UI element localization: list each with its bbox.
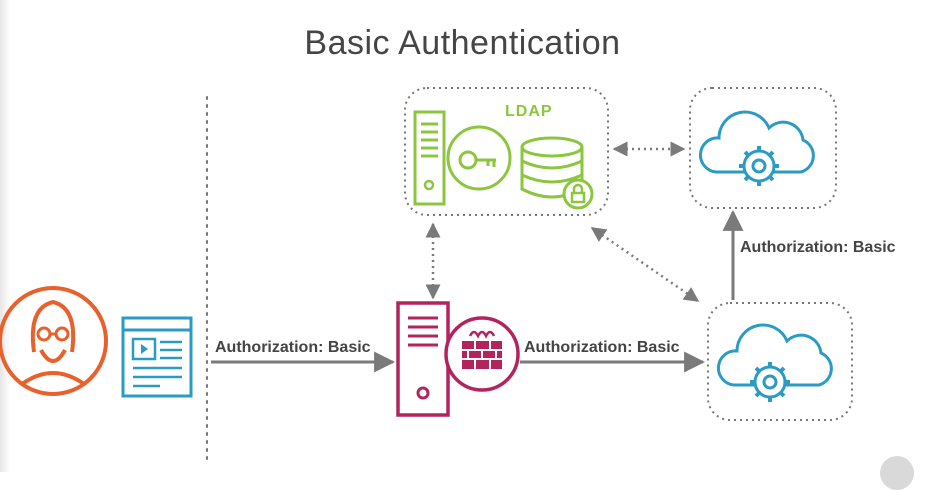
server-firewall-icon: [396, 301, 520, 417]
cloud-gear-icon: [699, 110, 815, 186]
edge-label-service-service: Authorization: Basic: [740, 239, 896, 256]
browser-window-icon: [121, 316, 193, 398]
locked-database-icon: [520, 136, 594, 210]
cloud-gear-icon: [717, 323, 833, 402]
user-avatar-icon: [0, 286, 108, 396]
cloud-service-top-box: [689, 87, 837, 209]
diagram-canvas: [0, 87, 853, 461]
watermark-logo-icon: [880, 456, 914, 490]
arrow-ldap-cloud-bottom: [590, 226, 700, 303]
ldap-box: [404, 87, 609, 216]
ldap-label: LDAP: [505, 103, 553, 120]
server-key-icon: [413, 110, 512, 206]
edge-label-client-gateway: Authorization: Basic: [215, 339, 371, 356]
edge-label-gateway-service: Authorization: Basic: [524, 339, 680, 356]
left-edge-shade: [0, 0, 10, 472]
cloud-service-bottom-box: [707, 302, 853, 421]
page-title: Basic Authentication: [304, 24, 621, 62]
